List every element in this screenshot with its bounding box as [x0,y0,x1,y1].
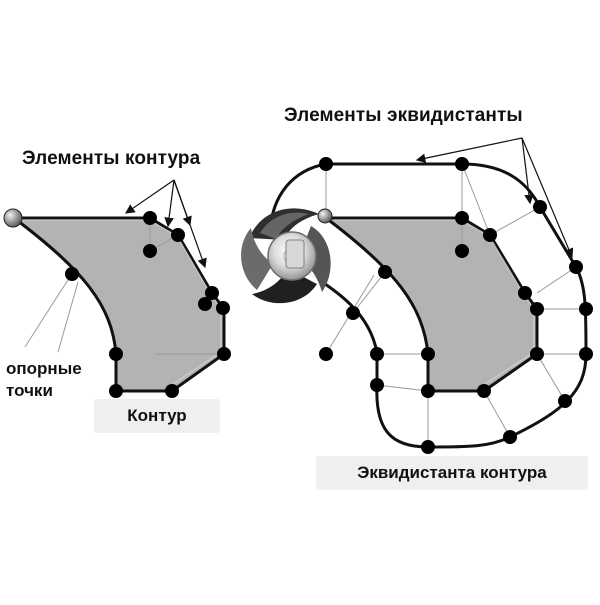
contour-element-arrows [125,179,207,269]
point-icon [370,347,384,361]
point-icon [421,384,435,398]
contour-elements-title: Элементы контура [22,148,201,169]
point-icon [171,228,185,242]
milling-cutter-icon [241,208,336,304]
point-icon [455,157,469,171]
point-icon [165,384,179,398]
contour-caption-text: Контур [127,406,187,425]
point-icon [421,347,435,361]
point-icon [530,347,544,361]
point-icon [198,297,212,311]
equidistant-caption: Эквидистанта контура [316,456,588,490]
point-icon [319,157,333,171]
cutter-top-highlight-icon [260,212,309,239]
cutter-shank-icon [285,239,305,269]
point-icon [579,302,593,316]
point-icon [346,306,360,320]
point-icon [65,267,79,281]
contour-start-point-icon [3,208,23,228]
support-points-leader [57,281,79,353]
point-icon [217,347,231,361]
point-icon [370,378,384,392]
equidistant-start-point-icon [317,208,333,224]
point-icon [455,211,469,225]
point-icon [533,200,547,214]
support-points-label: опорные точки [6,359,82,400]
equidistant-elements-title: Элементы эквидистанты [284,105,523,126]
point-icon [530,302,544,316]
point-icon [569,260,583,274]
point-icon [216,301,230,315]
point-icon [477,384,491,398]
cutter-blade-left-icon [241,228,273,290]
point-icon [455,244,469,258]
point-icon [143,244,157,258]
contour-support-points [65,211,231,398]
equidistant-support-points [319,157,593,454]
right-equidistant-diagram [241,137,593,454]
point-icon [483,228,497,242]
inner-contour-shape [321,216,539,393]
point-icon [143,211,157,225]
contour-caption: Контур [94,399,220,433]
point-icon [205,286,219,300]
point-icon [421,440,435,454]
point-icon [378,265,392,279]
equidistant-construction-lines [325,163,586,447]
equidistant-element-arrows [415,137,574,259]
point-icon [558,394,572,408]
point-icon [319,347,333,361]
point-icon [109,347,123,361]
point-icon [109,384,123,398]
point-icon [579,347,593,361]
point-icon [518,286,532,300]
point-icon [503,430,517,444]
left-contour-diagram [3,179,231,398]
equidistant-caption-text: Эквидистанта контура [357,463,547,482]
